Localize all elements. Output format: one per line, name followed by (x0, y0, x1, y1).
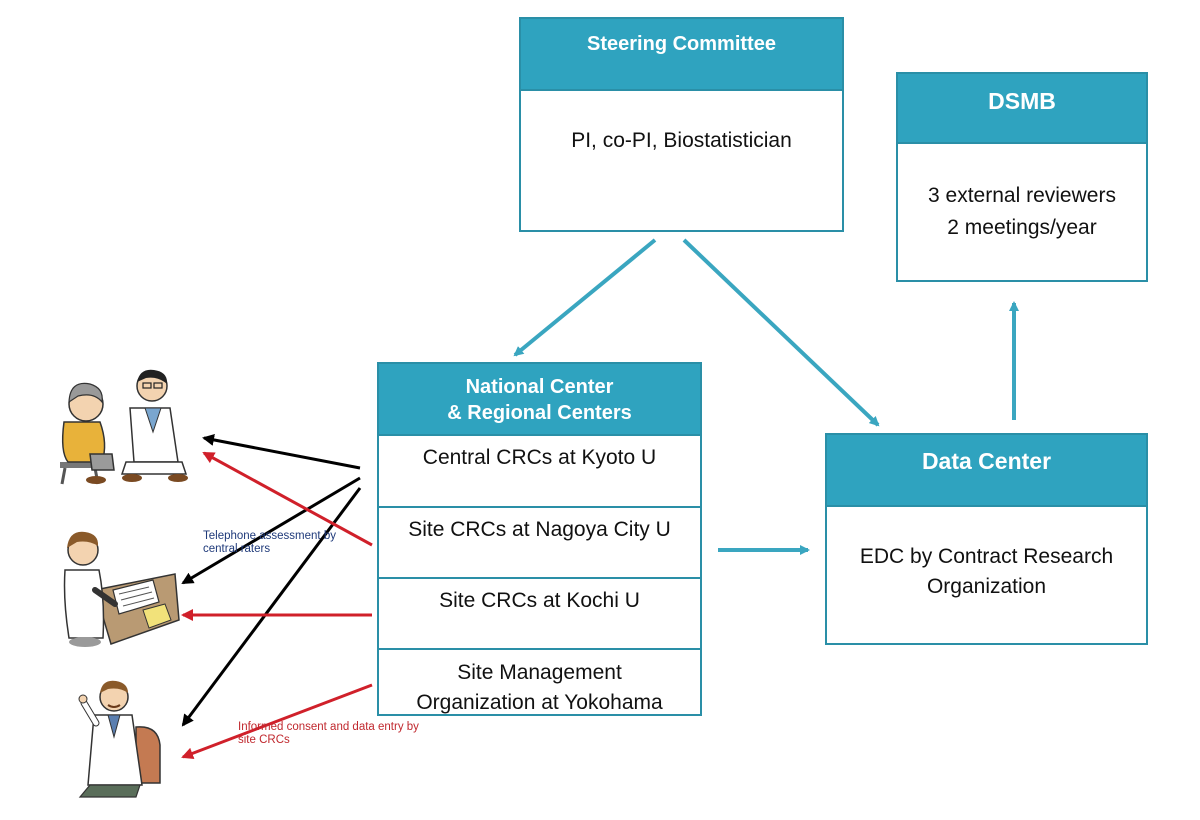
patient-consultation-icon (60, 369, 188, 485)
data-center-box: Data Center EDC by Contract Research Org… (825, 433, 1148, 645)
arrow-steering-to-national (513, 238, 657, 357)
data-center-title: Data Center (827, 435, 1146, 507)
black-arrow-to-patient (202, 433, 361, 470)
site-row-kyoto: Central CRCs at Kyoto U (379, 436, 700, 508)
dsmb-meetings: 2 meetings/year (947, 216, 1097, 239)
red-arrow-to-doctor (181, 683, 373, 760)
informed-consent-line1: Informed consent and data entry by (238, 721, 419, 733)
steering-committee-box: Steering Committee PI, co-PI, Biostatist… (519, 17, 844, 232)
informed-consent-line2: site CRCs (238, 734, 290, 746)
data-center-edc-line2: Organization (926, 575, 1047, 598)
site-row-nagoya: Site CRCs at Nagoya City U (379, 508, 700, 579)
national-center-title-line2: & Regional Centers (447, 402, 632, 424)
telephone-assessment-label: Telephone assessment by central raters (203, 530, 336, 556)
dsmb-reviewers: 3 external reviewers (928, 184, 1116, 207)
site-row-kochi: Site CRCs at Kochi U (379, 579, 700, 650)
telephone-assessment-line2: central raters (203, 543, 271, 555)
site-row-yokohama-line1: Site Management (457, 661, 622, 684)
site-row-kochi-label: Site CRCs at Kochi U (439, 589, 640, 612)
data-center-edc-line1: EDC by Contract Research (859, 545, 1114, 568)
steering-committee-title: Steering Committee (521, 19, 842, 91)
site-row-yokohama: Site Management Organization at Yokohama (379, 650, 700, 714)
site-row-yokohama-line2: Organization at Yokohama (416, 691, 663, 714)
doctor-presenting-icon (78, 680, 161, 798)
telephone-assessment-line1: Telephone assessment by (203, 530, 336, 542)
black-arrow-to-rater (181, 476, 361, 585)
national-center-title-line1: National Center (465, 376, 614, 398)
national-center-title: National Center & Regional Centers (379, 364, 700, 436)
site-row-nagoya-label: Site CRCs at Nagoya City U (408, 518, 671, 541)
red-arrow-to-patient (202, 451, 373, 547)
national-center-box: National Center & Regional Centers Centr… (377, 362, 702, 716)
steering-committee-members: PI, co-PI, Biostatistician (571, 129, 792, 152)
black-arrow-to-doctor (181, 487, 362, 727)
dsmb-details: 3 external reviewers 2 meetings/year (898, 144, 1146, 244)
dsmb-box: DSMB 3 external reviewers 2 meetings/yea… (896, 72, 1148, 282)
arrow-steering-to-datacenter (682, 238, 880, 427)
dsmb-title: DSMB (898, 74, 1146, 144)
site-row-kyoto-label: Central CRCs at Kyoto U (422, 446, 657, 469)
data-center-details: EDC by Contract Research Organization (827, 507, 1146, 602)
rater-with-document-icon (63, 531, 180, 647)
informed-consent-label: Informed consent and data entry by site … (238, 721, 419, 747)
